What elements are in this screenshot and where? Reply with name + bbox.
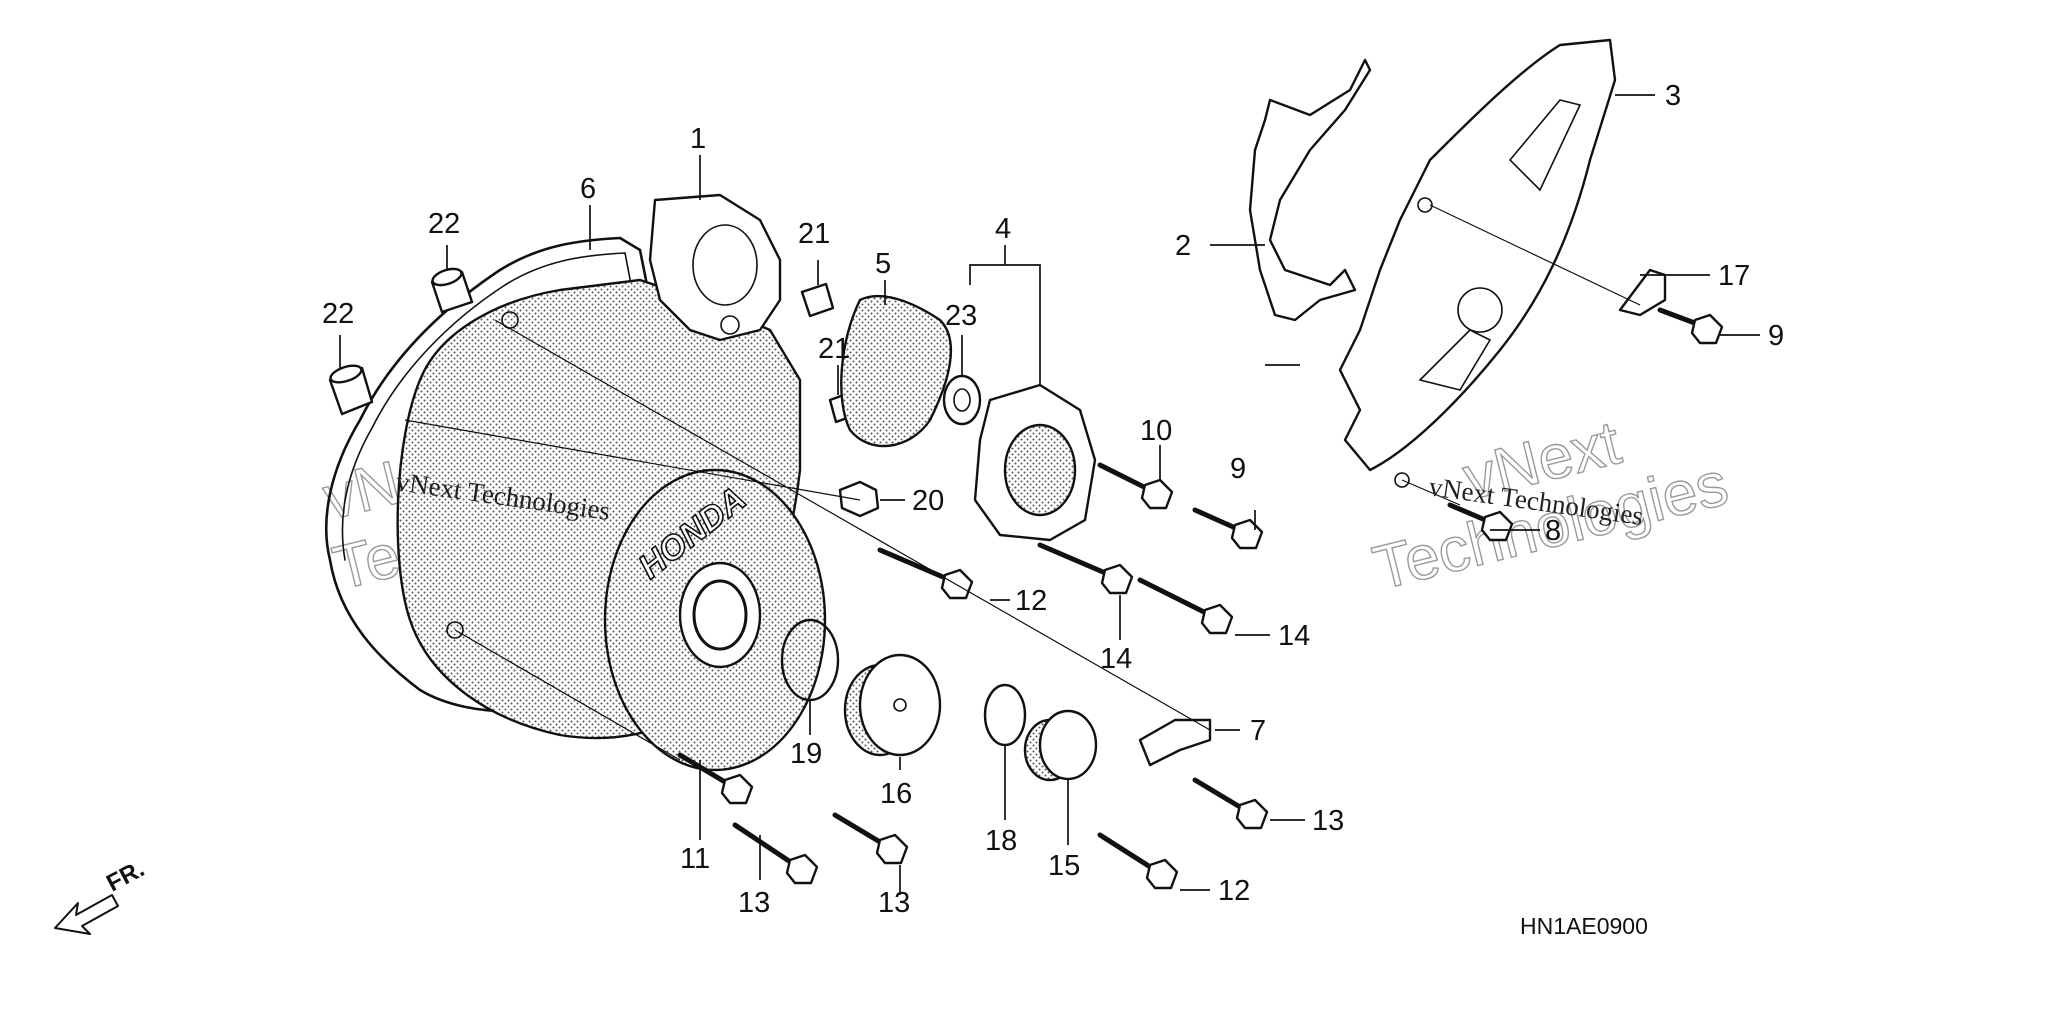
callout-4: 4 — [995, 213, 1011, 245]
callout-21-lower: 21 — [818, 333, 850, 365]
filler-cap-15 — [1023, 709, 1098, 782]
callout-6: 6 — [580, 173, 596, 205]
callout-7: 7 — [1250, 715, 1266, 747]
callout-5: 5 — [875, 248, 891, 280]
front-label: FR. — [102, 855, 149, 897]
bolt-12-lower — [1097, 832, 1179, 890]
dowel-pin-lower — [328, 364, 374, 416]
callout-12-upper: 12 — [1015, 585, 1047, 617]
dowel-pin-upper — [430, 267, 474, 314]
left-crankcase-cover: HONDA — [396, 193, 827, 772]
cap-nut-20 — [838, 480, 880, 518]
callout-20: 20 — [912, 485, 944, 517]
bolt-9-upper — [1192, 507, 1264, 550]
callout-1: 1 — [690, 123, 706, 155]
bracket-2 — [1248, 58, 1372, 322]
callout-22-upper: 22 — [428, 208, 460, 240]
callout-8: 8 — [1545, 515, 1561, 547]
callout-18: 18 — [985, 825, 1017, 857]
bolt-12-upper — [877, 547, 974, 600]
callout-11: 11 — [680, 843, 710, 875]
bolt-11 — [677, 752, 754, 805]
bolt-13-lower-left — [732, 822, 819, 885]
callout-12-lower: 12 — [1218, 875, 1250, 907]
clamp-17 — [1618, 268, 1667, 317]
front-arrow-icon — [54, 894, 119, 935]
callout-13-mid: 13 — [878, 887, 910, 919]
callout-13-right: 13 — [1312, 805, 1344, 837]
callout-9-right: 9 — [1768, 320, 1784, 352]
cover-gasket-inner — [341, 252, 635, 561]
callout-19: 19 — [790, 738, 822, 770]
callout-16: 16 — [880, 778, 912, 810]
oil-seal-23 — [942, 374, 982, 426]
callout-17: 17 — [1718, 260, 1750, 292]
callout-14-right: 14 — [1278, 620, 1310, 652]
diagram-code: HN1AE0900 — [1520, 913, 1648, 939]
callout-13-left: 13 — [738, 887, 770, 919]
front-direction-indicator: FR. — [54, 855, 149, 935]
callout-10: 10 — [1140, 415, 1172, 447]
callout-23: 23 — [945, 300, 977, 332]
bolt-10 — [1097, 462, 1174, 510]
pin-21-upper — [800, 282, 835, 318]
bolt-13-lower-mid — [832, 812, 909, 865]
callout-15: 15 — [1048, 850, 1080, 882]
o-ring-18 — [983, 683, 1027, 747]
bolt-13-right — [1192, 777, 1269, 830]
bolt-8 — [1447, 502, 1514, 542]
bolt-14-left — [1037, 542, 1134, 595]
skid-cover-3 — [1338, 38, 1617, 488]
callout-14-left: 14 — [1100, 643, 1132, 675]
cover-housing-4 — [973, 383, 1097, 542]
callout-3: 3 — [1665, 80, 1681, 112]
callout-2: 2 — [1175, 230, 1191, 262]
filler-cap-16 — [843, 653, 942, 757]
callouts: 1 2 3 4 5 6 7 8 9 9 10 11 12 12 13 13 13… — [322, 80, 1784, 919]
cover-plate-gasket — [840, 294, 953, 448]
leader-lines — [339, 94, 1760, 895]
bolt-14-right — [1137, 577, 1234, 635]
clamp-7 — [1138, 718, 1212, 767]
callout-9-upper: 9 — [1230, 453, 1246, 485]
callout-21-upper: 21 — [798, 218, 830, 250]
bolt-9-lower — [1657, 307, 1724, 345]
callout-22-lower: 22 — [322, 298, 354, 330]
